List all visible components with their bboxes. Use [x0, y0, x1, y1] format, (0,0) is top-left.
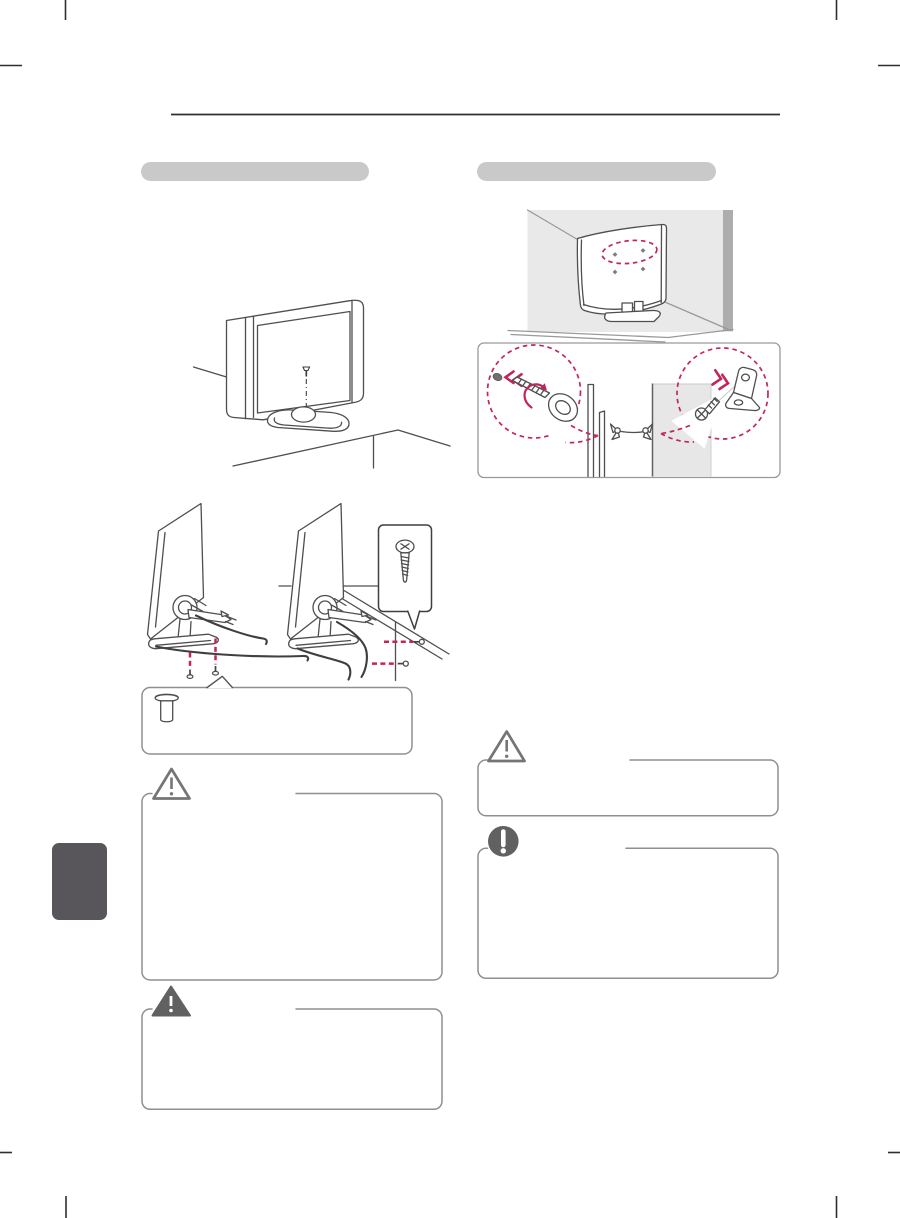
section-title-pill-right: [477, 162, 716, 181]
tv: [225, 299, 365, 421]
wall-hole: [492, 372, 503, 382]
note-box-right: [477, 826, 779, 980]
eye-bolt: [511, 376, 579, 422]
warning-triangle-filled-icon: [151, 985, 191, 1017]
note-box-left: [141, 675, 413, 755]
figure-anchor-diagram: [477, 342, 781, 479]
screw-with-guide-line: [302, 366, 311, 407]
figure-tv-on-table: [192, 299, 451, 469]
eye-bolt-detail: [486, 344, 599, 447]
caution-box-right: [477, 730, 779, 817]
cord-and-ties: [609, 423, 654, 441]
bracket-detail: [660, 347, 769, 449]
figure-stand-cable-left: [146, 502, 310, 680]
table-corner: [278, 585, 450, 682]
tv-back-edge: [587, 383, 606, 478]
caution-box-left: [141, 985, 443, 1111]
figure-tv-wall: [507, 209, 734, 343]
corner-bracket: [724, 366, 761, 412]
screw-position-indicators: [186, 638, 220, 680]
screw-callout: [377, 524, 433, 630]
mount-holes-highlight: [601, 239, 658, 265]
exclamation-circle-icon: [488, 826, 519, 857]
bracket-screw: [694, 397, 721, 421]
warning-triangle-outline-icon: [152, 767, 191, 800]
tv-back: [576, 223, 668, 323]
screw-icon: [395, 539, 415, 583]
bolt-screw-icon: [154, 693, 179, 723]
warning-triangle-outline-icon: [487, 730, 526, 763]
screw-position-indicators: [372, 638, 425, 667]
figure-stand-cable-right: [278, 502, 450, 682]
tv-stand-base: [266, 406, 350, 432]
language-tab: [52, 843, 107, 920]
section-title-pill-left: [141, 162, 369, 181]
warning-box-left: [141, 767, 443, 981]
table: [192, 366, 451, 469]
